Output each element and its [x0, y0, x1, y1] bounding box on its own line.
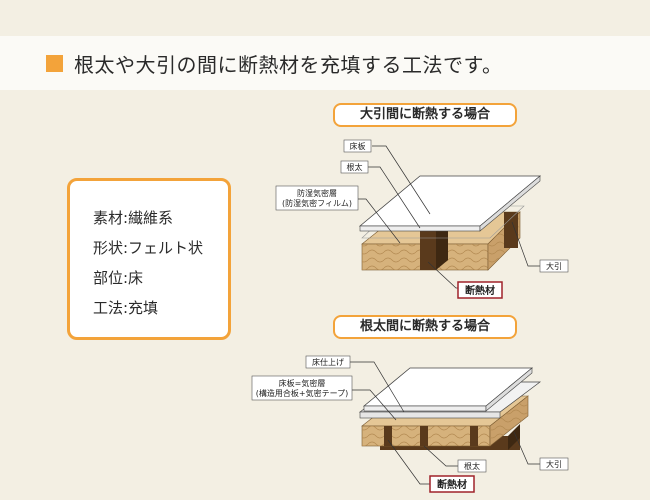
floorboard-top	[358, 175, 542, 232]
spec-material: 素材:繊維系	[93, 209, 174, 227]
label-floor-finish: 床仕上げ	[312, 357, 344, 367]
label-insulation-bottom: 断熱材	[437, 478, 467, 491]
label-beam-top: 大引	[546, 261, 562, 271]
page-title: 根太や大引の間に断熱材を充填する工法です。	[74, 53, 503, 77]
label-joist-bottom: 根太	[464, 461, 480, 471]
joists-bottom	[384, 426, 478, 446]
label-insulation-top: 断熱材	[465, 284, 495, 297]
label-board-airtight-2: (構造用合板+気密テープ)	[256, 388, 348, 398]
diagram-bottom-title: 根太間に断熱する場合	[333, 315, 517, 339]
leaders-bottom	[350, 361, 540, 485]
orange-square-icon	[46, 55, 63, 72]
leaders-top	[358, 145, 540, 289]
diagram-bottom: 床仕上げ 床板=気密層 (構造用合板+気密テープ) 根太 大引 断熱材	[251, 355, 569, 493]
label-board-airtight-1: 床板=気密層	[279, 378, 326, 388]
header-banner: 根太や大引の間に断熱材を充填する工法です。	[0, 36, 650, 90]
diagram-top-title: 大引間に断熱する場合	[333, 103, 517, 127]
label-joist-top: 根太	[347, 162, 363, 172]
label-beam-bottom: 大引	[546, 459, 562, 469]
floor-finish-bottom	[362, 367, 534, 412]
spec-box: 素材:繊維系 形状:フェルト状 部位:床 工法:充填	[67, 178, 231, 340]
diagram-top: 床板 根太 防湿気密層 (防湿気密フィルム) 大引 断熱材	[275, 139, 569, 299]
label-vapor-barrier-1: 防湿気密層	[297, 188, 337, 198]
label-vapor-barrier-2: (防湿気密フィルム)	[282, 198, 352, 208]
spec-shape: 形状:フェルト状	[93, 239, 204, 257]
spec-method: 工法:充填	[93, 299, 159, 317]
label-floor-board-top: 床板	[350, 141, 366, 151]
spec-part: 部位:床	[93, 269, 144, 287]
